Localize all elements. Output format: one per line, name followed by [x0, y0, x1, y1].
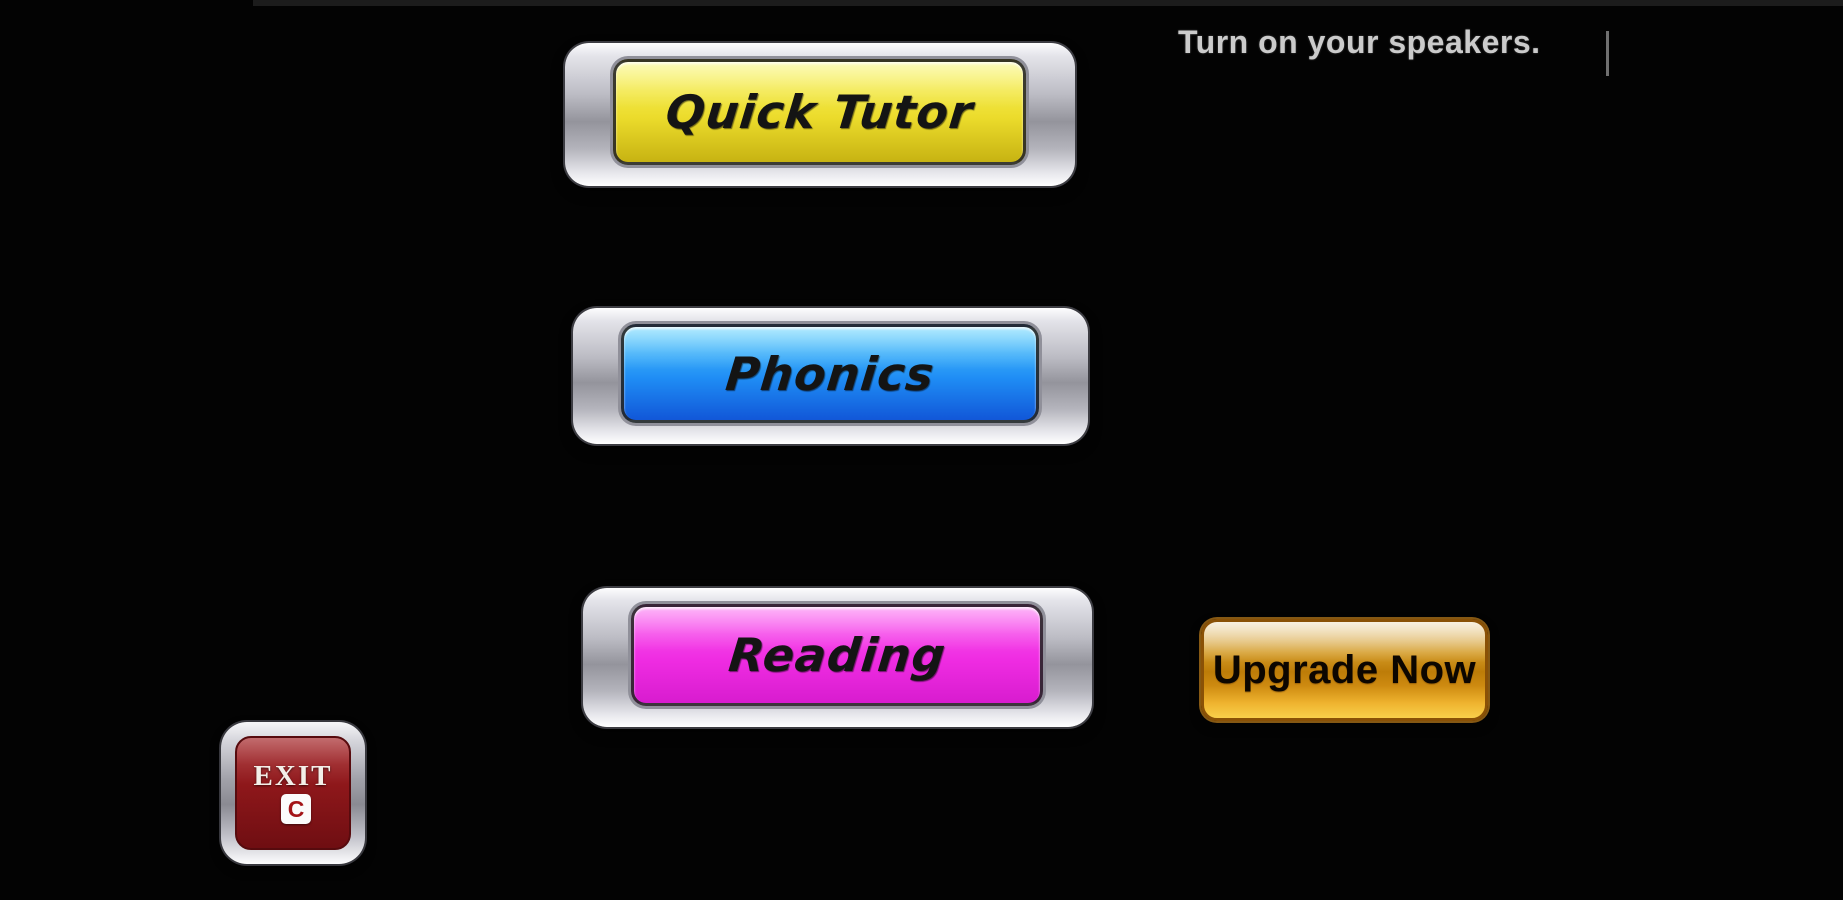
quick-tutor-plate: Quick Tutor	[613, 59, 1026, 165]
clickn-c-letter: C	[287, 795, 305, 822]
quick-tutor-label: Quick Tutor	[663, 85, 976, 139]
reading-button[interactable]: Reading	[583, 588, 1092, 727]
top-edge-strip	[253, 0, 1843, 6]
speakers-notice: Turn on your speakers.	[1178, 24, 1541, 60]
reading-label: Reading	[725, 628, 949, 682]
exit-label: EXIT	[253, 760, 333, 792]
exit-plate: EXIT C	[235, 736, 351, 850]
phonics-label: Phonics	[723, 346, 937, 401]
reading-plate: Reading	[631, 604, 1043, 706]
caret-line	[1606, 31, 1609, 76]
quick-tutor-button[interactable]: Quick Tutor	[565, 43, 1075, 186]
phonics-plate: Phonics	[621, 324, 1039, 423]
phonics-button[interactable]: Phonics	[573, 308, 1088, 444]
exit-button[interactable]: EXIT C	[221, 722, 365, 864]
clickn-c-logo-icon: C	[281, 794, 311, 824]
upgrade-now-label: Upgrade Now	[1212, 647, 1477, 692]
upgrade-now-button[interactable]: Upgrade Now	[1201, 619, 1488, 721]
